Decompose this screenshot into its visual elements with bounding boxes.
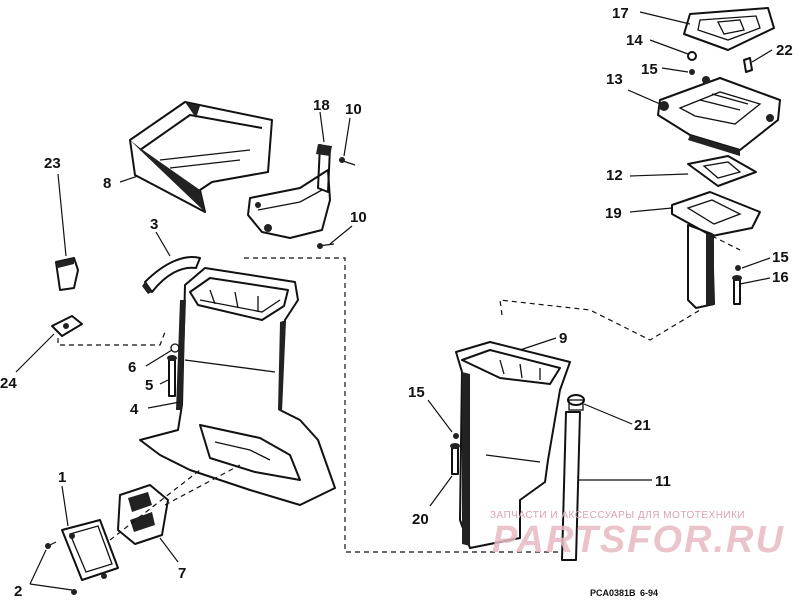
watermark: ЗАПЧАСТИ И АКСЕССУАРЫ ДЛЯ МОТОТЕХНИКИ PA… (490, 510, 785, 561)
callout-13: 13 (606, 71, 623, 88)
callout-21: 21 (634, 417, 651, 434)
callout-17: 17 (612, 5, 629, 22)
water-tube-part-11 (561, 411, 581, 561)
callout-15b: 15 (408, 384, 425, 401)
lower-cowl-left-part-8 (129, 101, 273, 213)
watermark-logo: PARTSFOR.RU (492, 519, 785, 561)
exhaust-housing-part-4 (139, 267, 336, 506)
callout-20: 20 (412, 511, 429, 528)
drawing-code: PCA0381B (590, 588, 636, 598)
leader-lines (15, 11, 773, 591)
screw-part-14 (687, 51, 753, 75)
grommet-part-21 (567, 394, 585, 411)
callout-14: 14 (626, 32, 643, 49)
callout-15c: 15 (772, 249, 789, 266)
gasket-part-17 (683, 7, 775, 51)
callout-12: 12 (606, 167, 623, 184)
callout-10b: 10 (350, 209, 367, 226)
clip-part-23 (55, 257, 79, 291)
callout-6: 6 (128, 359, 136, 376)
callout-24: 24 (0, 375, 17, 392)
callout-18: 18 (313, 97, 330, 114)
callout-7: 7 (178, 565, 186, 582)
callout-5: 5 (145, 377, 153, 394)
callout-23: 23 (44, 155, 61, 172)
seal-part-3 (142, 256, 201, 294)
watermark-tagline: ЗАПЧАСТИ И АКСЕССУАРЫ ДЛЯ МОТОТЕХНИКИ (490, 510, 745, 521)
exhaust-housing-part-9 (455, 341, 571, 549)
screw-part-10 (317, 157, 356, 249)
callout-10a: 10 (345, 101, 362, 118)
exhaust-tube-part-19 (671, 191, 761, 309)
callout-19: 19 (605, 205, 622, 222)
callout-labels: 1234567891010111213141515151617181920212… (0, 5, 793, 600)
gasket-part-7 (117, 484, 169, 545)
screw-part-2 (45, 541, 77, 595)
callout-8: 8 (103, 175, 111, 192)
screw-part-16 (732, 265, 742, 305)
callout-22: 22 (776, 42, 793, 59)
drawing-date: 6-94 (640, 588, 658, 598)
callout-1: 1 (58, 469, 66, 486)
callout-3: 3 (150, 216, 158, 233)
adapter-plate-part-13 (657, 76, 781, 156)
assembly-dashed-lines (57, 235, 741, 553)
screw-part-20 (450, 433, 460, 475)
callout-9: 9 (559, 330, 567, 347)
callout-4: 4 (130, 401, 139, 418)
callout-2: 2 (14, 583, 22, 600)
callout-11: 11 (655, 473, 671, 490)
lower-cowl-right-part-18 (247, 144, 332, 239)
plate-part-24 (51, 315, 83, 337)
callout-16: 16 (772, 269, 789, 286)
cover-plate-part-1 (61, 519, 119, 581)
callout-15a: 15 (641, 61, 658, 78)
gasket-part-12 (687, 155, 757, 187)
screw-part-5 (167, 343, 180, 397)
